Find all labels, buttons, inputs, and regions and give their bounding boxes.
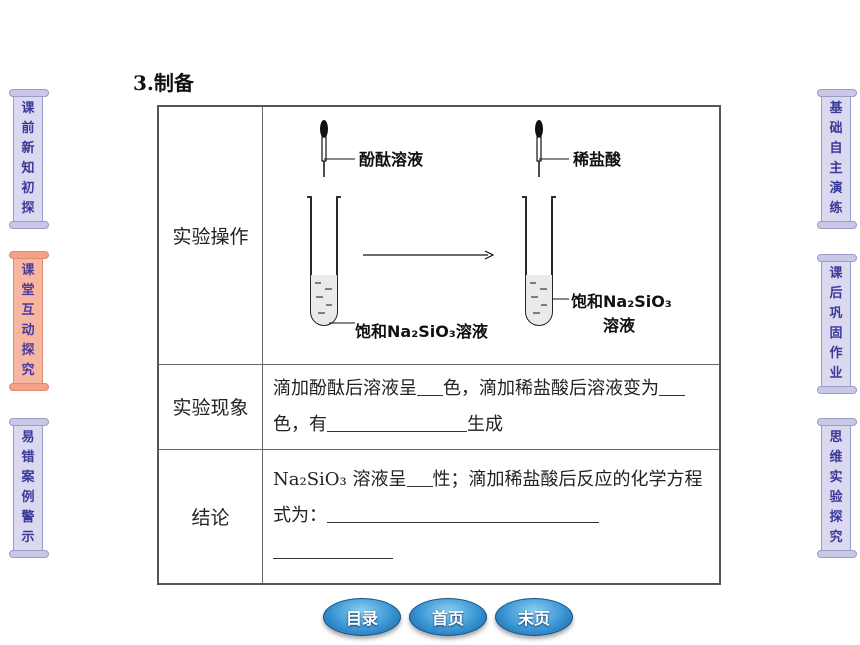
toc-button-label: 目录	[345, 609, 378, 628]
nav-tab-experiment[interactable]: 思维实验探究	[817, 418, 857, 558]
tube2-label-line1: 饱和Na₂SiO₃	[571, 292, 672, 311]
nav-tab-preview[interactable]: 课前新知初探	[9, 89, 49, 229]
blank-property[interactable]	[406, 466, 433, 488]
phenomenon-part1: 滴加酚酞后溶液呈	[273, 377, 417, 399]
phenomenon-part2: 色，滴加稀盐酸后溶液变为	[443, 377, 659, 399]
blank-equation-cont[interactable]	[273, 538, 393, 560]
first-page-button[interactable]: 首页	[409, 598, 487, 636]
phenomenon-part3: 色，有	[273, 413, 327, 435]
tube2-label-line2: 溶液	[603, 316, 636, 335]
nav-tab-label: 思维实验探究	[829, 430, 843, 545]
nav-tab-label: 课后巩固作业	[829, 266, 843, 381]
nav-tab-interactive[interactable]: 课堂互动探究	[9, 251, 49, 391]
nav-tab-label: 课前新知初探	[21, 101, 35, 216]
row-conclusion: 结论 Na₂SiO₃ 溶液呈性；滴加稀盐酸后反应的化学方程式为：	[157, 448, 721, 585]
nav-tab-homework[interactable]: 课后巩固作业	[817, 254, 857, 394]
row-operation: 实验操作 酚酞溶液	[157, 105, 721, 365]
blank-color2[interactable]	[659, 375, 685, 396]
phenomenon-text: 滴加酚酞后溶液呈 色，滴加稀盐酸后溶液变为色，有 生成	[262, 363, 721, 450]
apparatus-drawing: 酚酞溶液 饱和Na₂SiO₃溶液	[307, 120, 672, 341]
nav-tab-basic-practice[interactable]: 基础自主演练	[817, 89, 857, 229]
blank-color1[interactable]	[417, 375, 443, 396]
toc-button[interactable]: 目录	[323, 598, 401, 636]
nav-tab-label: 课堂互动探究	[21, 263, 35, 378]
nav-tab-label: 基础自主演练	[829, 101, 843, 216]
conclusion-part2: 性；滴加稀盐酸后反应的化学方程式为：	[273, 469, 703, 527]
tube1-label: 饱和Na₂SiO₃溶液	[355, 322, 489, 341]
nav-tab-label: 易错案例警示	[21, 430, 35, 545]
last-page-button[interactable]: 末页	[495, 598, 573, 636]
label-phenomenon: 实验现象	[157, 363, 263, 450]
first-page-button-label: 首页	[431, 609, 464, 628]
last-page-button-label: 末页	[517, 609, 550, 628]
dropper1-label: 酚酞溶液	[359, 150, 424, 169]
dropper-icon	[320, 120, 355, 178]
section-title: 3.制备	[133, 71, 194, 95]
conclusion-formula: Na₂SiO₃	[273, 469, 347, 491]
test-tube-icon	[307, 196, 355, 327]
phenomenon-part4: 生成	[467, 413, 503, 435]
blank-equation[interactable]	[327, 502, 599, 524]
row-phenomenon: 实验现象 滴加酚酞后溶液呈 色，滴加稀盐酸后溶液变为色，有 生成	[157, 363, 721, 450]
experiment-table: 实验操作 酚酞溶液	[157, 105, 721, 585]
test-tube-icon	[522, 196, 569, 327]
label-conclusion: 结论	[157, 448, 263, 585]
label-operation: 实验操作	[157, 105, 263, 365]
blank-product[interactable]	[327, 411, 467, 432]
dropper2-label: 稀盐酸	[573, 150, 622, 169]
conclusion-part1: 溶液呈	[346, 469, 407, 491]
arrow-right-icon	[363, 250, 495, 260]
operation-diagram: 酚酞溶液 饱和Na₂SiO₃溶液	[262, 105, 721, 365]
conclusion-text: Na₂SiO₃ 溶液呈性；滴加稀盐酸后反应的化学方程式为：	[262, 448, 721, 585]
dropper-icon	[535, 120, 569, 178]
nav-tab-mistakes[interactable]: 易错案例警示	[9, 418, 49, 558]
